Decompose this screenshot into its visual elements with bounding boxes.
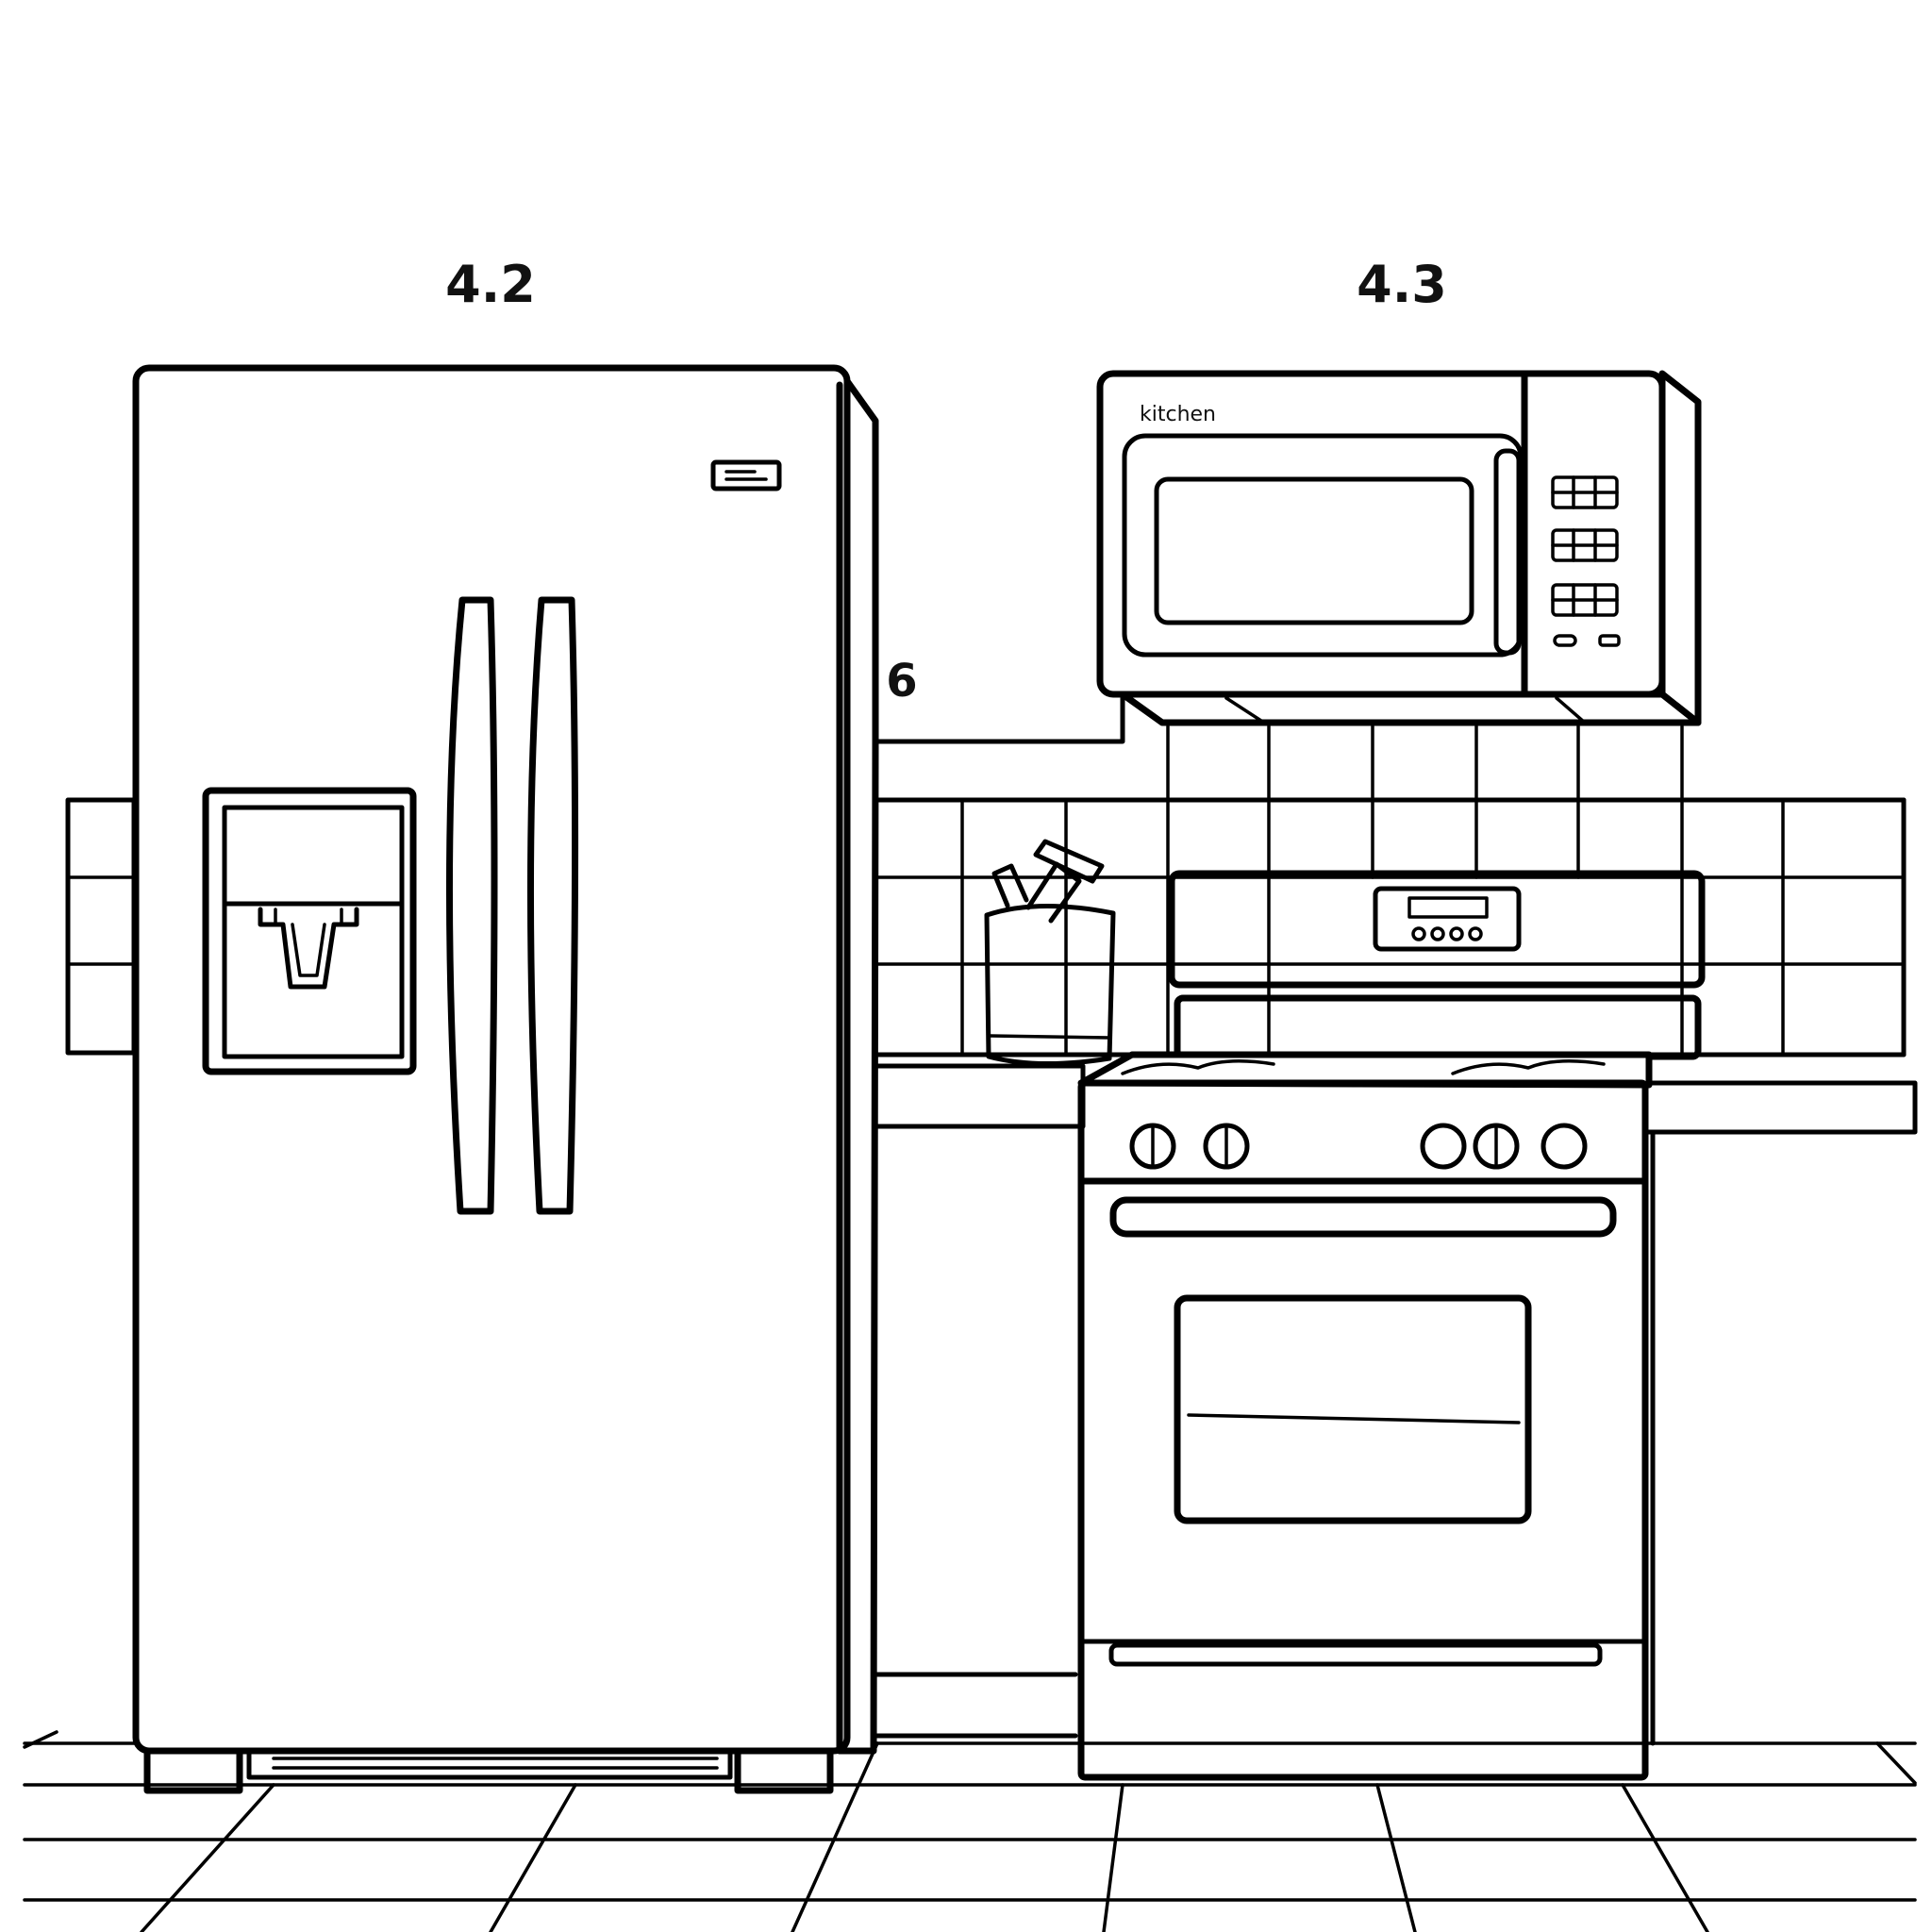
- utensil-holder: [984, 839, 1116, 1066]
- microwave-keypad: [1551, 475, 1621, 647]
- label-counter: 6: [886, 655, 917, 708]
- water-dispenser: [202, 787, 417, 1075]
- door-handle-left: [445, 596, 498, 1215]
- refrigerator: [132, 364, 879, 1794]
- floor-tiles: [23, 1730, 1917, 1932]
- label-microwave: 4.3: [1357, 255, 1447, 314]
- label-refrigerator: 4.2: [445, 255, 536, 314]
- stove: [1077, 870, 1706, 1781]
- brand-badge-icon: [710, 459, 782, 491]
- counter-cabinet: [854, 695, 1918, 1746]
- door-handle-right: [526, 596, 579, 1215]
- microwave-brand: kitchen: [1140, 403, 1216, 426]
- microwave: kitchen: [1096, 370, 1702, 726]
- backsplash-tiles: [65, 724, 1907, 1058]
